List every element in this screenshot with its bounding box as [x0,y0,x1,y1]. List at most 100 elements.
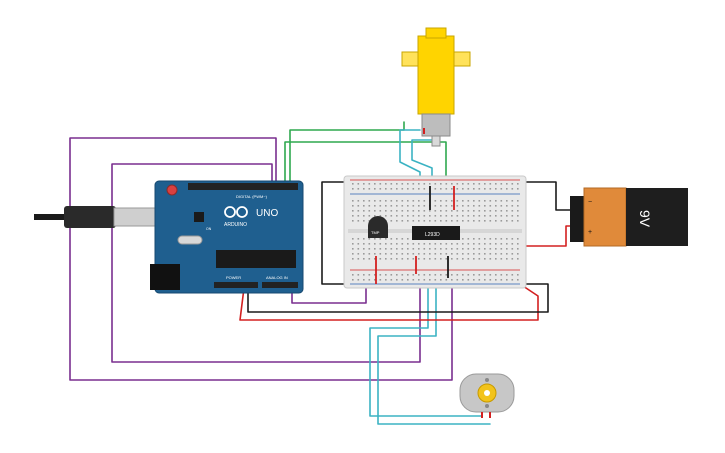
breadboard-hole [445,248,448,250]
wire-purple-analog[interactable] [291,287,367,304]
breadboard-hole [434,274,437,276]
breadboard-hole [368,238,371,240]
battery-minus: − [588,199,592,206]
breadboard-hole [473,258,475,260]
breadboard-hole [517,205,519,207]
breadboard-hole [473,248,475,250]
wire-green-2[interactable] [289,121,405,187]
dc-motor[interactable] [459,373,515,418]
breadboard-hole [385,210,387,212]
wire-red-gnd-loop[interactable] [239,283,539,321]
breadboard-hole [357,215,360,217]
breadboard[interactable]: TMP L293D [343,175,527,289]
breadboard-hole [495,210,497,212]
breadboard-hole [462,243,464,245]
breadboard-hole [517,200,519,202]
breadboard-hole [401,200,404,202]
breadboard-hole [434,205,437,207]
breadboard-hole [412,183,415,185]
geared-motor[interactable] [401,27,471,147]
breadboard-hole [445,188,448,190]
breadboard-hole [478,220,481,222]
wire-black-left[interactable] [321,181,353,285]
breadboard-hole [385,205,387,207]
breadboard-hole [401,238,404,240]
arduino-uno-board[interactable]: ARDUINO UNO DIGITAL (PWM~) POWER ANALOG … [150,180,304,294]
breadboard-hole [451,279,453,281]
breadboard-hole [511,200,514,202]
breadboard-hole [473,243,475,245]
breadboard-hole [456,183,459,185]
power-jack [150,264,180,290]
breadboard-hole [500,258,503,260]
breadboard-hole [418,279,420,281]
breadboard-hole [418,188,420,190]
breadboard-hole [517,274,519,276]
breadboard-hole [385,274,387,276]
breadboard-hole [500,210,503,212]
battery-black-body [626,188,688,246]
breadboard-hole [396,243,398,245]
wire-cyan-3[interactable] [369,257,483,417]
breadboard-hole [440,279,442,281]
breadboard-hole [401,274,404,276]
reset-button[interactable] [166,184,178,196]
breadboard-hole [500,183,503,185]
breadboard-hole [462,238,464,240]
breadboard-hole [445,215,448,217]
wire-cyan-4[interactable] [377,257,491,425]
breadboard-hole [363,279,365,281]
breadboard-hole [473,200,475,202]
breadboard-hole [489,274,492,276]
breadboard-hole [390,188,393,190]
breadboard-hole [489,253,492,255]
breadboard-hole [412,248,415,250]
breadboard-hole [368,188,371,190]
wire-black-loop[interactable] [247,283,549,313]
breadboard-hole [445,243,448,245]
breadboard-hole [489,220,492,222]
breadboard-hole [352,188,354,190]
breadboard-hole [357,205,360,207]
breadboard-hole [429,258,431,260]
breadboard-hole [390,248,393,250]
breadboard-hole [379,188,382,190]
wire-purple-inner[interactable] [111,163,421,363]
breadboard-hole [407,258,409,260]
breadboard-hole [467,274,470,276]
breadboard-hole [390,238,393,240]
breadboard-hole [511,248,514,250]
temperature-sensor[interactable] [368,216,388,238]
breadboard-hole [434,248,437,250]
wires [69,121,575,425]
breadboard-hole [374,200,376,202]
breadboard-hole [478,188,481,190]
l293d-chip[interactable] [412,226,460,240]
breadboard-hole [418,243,420,245]
atmega-chip [216,250,296,268]
breadboard-hole [412,210,415,212]
breadboard-hole [407,200,409,202]
breadboard-hole [456,274,459,276]
wire-red-battery[interactable] [521,225,575,247]
wire-black-battery[interactable] [521,181,575,211]
breadboard-hole [379,253,382,255]
breadboard-hole [374,243,376,245]
breadboard-hole [401,188,404,190]
breadboard-hole [500,200,503,202]
digital-header [188,183,298,190]
breadboard-hole [407,210,409,212]
breadboard-hole [517,279,519,281]
breadboard-hole [401,248,404,250]
motor-screw-top [485,378,489,382]
breadboard-hole [484,215,486,217]
wire-purple-outer[interactable] [69,137,453,381]
breadboard-hole [445,205,448,207]
breadboard-hole [396,258,398,260]
battery-9v[interactable]: + − 9V [570,187,688,247]
breadboard-hole [412,258,415,260]
breadboard-hole [401,258,404,260]
breadboard-hole [489,243,492,245]
breadboard-hole [506,205,508,207]
breadboard-hole [495,205,497,207]
